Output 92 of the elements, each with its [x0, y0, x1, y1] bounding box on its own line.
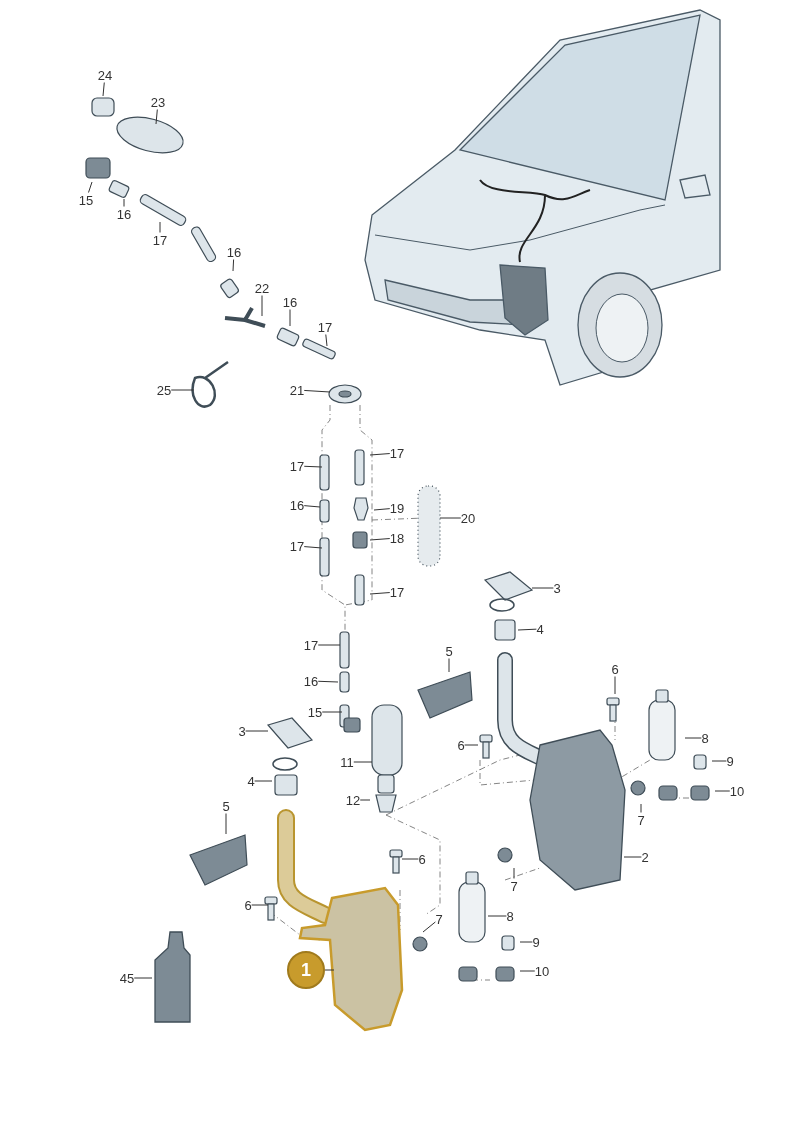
leader-line	[614, 676, 616, 695]
callout-number: 8	[506, 908, 514, 924]
callout-number: 10	[729, 783, 745, 799]
leader-line	[714, 790, 731, 792]
leader-line	[353, 761, 373, 763]
leader-line	[321, 711, 343, 713]
callout-number: 21	[289, 382, 305, 398]
callout-number: 25	[156, 382, 172, 398]
leader-line	[102, 82, 105, 97]
leader-line	[531, 587, 554, 589]
callout-number: 16	[226, 244, 242, 260]
leader-line	[464, 744, 479, 746]
callout-number: 6	[457, 737, 465, 753]
callout-number: 15	[307, 704, 323, 720]
leader-line	[317, 680, 339, 683]
callout-number: 6	[244, 897, 252, 913]
leader-line	[303, 389, 331, 393]
leader-line	[159, 221, 161, 233]
callout-number: 16	[289, 497, 305, 513]
callout-number: 3	[553, 580, 561, 596]
callout-number: 20	[460, 510, 476, 526]
callout-number: 22	[254, 280, 270, 296]
leader-line	[251, 904, 269, 906]
callout-number: 6	[611, 661, 619, 677]
callout-number: 17	[317, 319, 333, 335]
callout-number: 16	[282, 294, 298, 310]
callout-number: 7	[510, 878, 518, 894]
callout-number: 12	[345, 792, 361, 808]
callout-number: 5	[222, 798, 230, 814]
callout-badge: 1	[287, 951, 325, 989]
callout-number: 17	[289, 538, 305, 554]
leader-line	[170, 389, 195, 391]
callout-number: 17	[152, 232, 168, 248]
callout-number: 23	[150, 94, 166, 110]
callout-number: 16	[116, 206, 132, 222]
callout-number: 6	[418, 851, 426, 867]
callout-number: 5	[445, 643, 453, 659]
leader-line	[245, 730, 269, 732]
leader-line	[640, 803, 642, 813]
leader-line	[88, 181, 93, 193]
leader-line	[684, 737, 702, 739]
leader-line	[517, 628, 537, 631]
leader-line	[254, 780, 273, 782]
leader-line	[317, 644, 341, 646]
leader-line	[422, 921, 436, 933]
leader-line	[623, 856, 642, 858]
callout-number: 9	[532, 934, 540, 950]
callout-number: 7	[435, 911, 443, 927]
leader-line	[369, 538, 391, 541]
callout-number: 3	[238, 723, 246, 739]
leader-line	[261, 295, 263, 317]
callout-number: 4	[536, 621, 544, 637]
callout-number: 7	[637, 812, 645, 828]
leader-line	[303, 505, 321, 508]
leader-line	[401, 858, 419, 860]
callout-number: 16	[303, 673, 319, 689]
leader-line	[487, 915, 507, 917]
leader-line	[711, 760, 727, 762]
callout-number: 24	[97, 67, 113, 83]
callout-number: 15	[78, 192, 94, 208]
leader-line	[448, 658, 450, 673]
leader-line	[303, 546, 323, 549]
leader-line	[123, 198, 125, 207]
callout-number: 4	[247, 773, 255, 789]
leader-line	[155, 109, 158, 125]
leader-line	[232, 259, 235, 272]
callout-number: 19	[389, 500, 405, 516]
leader-line	[133, 977, 153, 979]
callout-number: 8	[701, 730, 709, 746]
callout-number: 10	[534, 963, 550, 979]
callout-number: 9	[726, 753, 734, 769]
leader-line	[369, 592, 391, 595]
leader-line	[373, 508, 391, 511]
callout-number: 18	[389, 530, 405, 546]
leader-line	[303, 465, 323, 468]
leader-line	[325, 334, 328, 347]
leader-line	[289, 309, 291, 327]
callout-number: 2	[641, 849, 649, 865]
leader-line	[359, 799, 371, 801]
callout-number: 17	[389, 584, 405, 600]
leader-line	[369, 453, 391, 456]
leader-line	[519, 941, 533, 943]
leader-line	[513, 867, 515, 879]
leader-line	[225, 813, 227, 835]
callout-number: 17	[389, 445, 405, 461]
callout-number: 17	[303, 637, 319, 653]
leader-line	[324, 969, 335, 971]
callout-number: 45	[119, 970, 135, 986]
callout-number: 17	[289, 458, 305, 474]
leader-line	[519, 970, 536, 972]
callout-number: 11	[340, 754, 354, 770]
leader-line	[439, 517, 462, 519]
